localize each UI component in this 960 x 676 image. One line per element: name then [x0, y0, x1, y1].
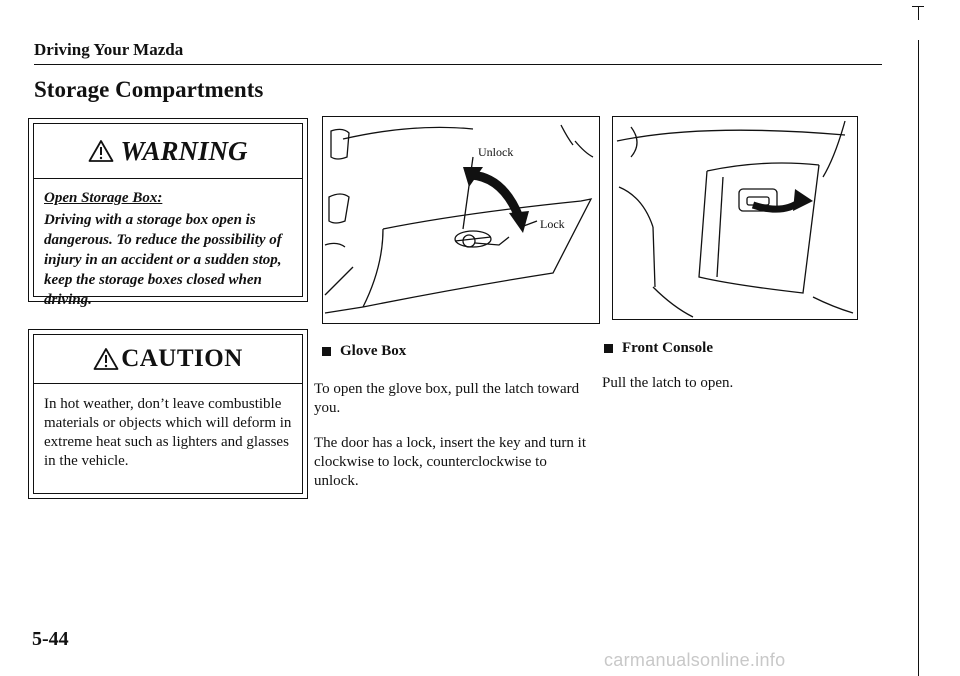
- front-console-heading: Front Console: [604, 340, 713, 357]
- header-rule: [34, 64, 882, 65]
- page-number: 5-44: [32, 628, 69, 650]
- warning-box: WARNING Open Storage Box: Driving with a…: [28, 118, 308, 308]
- caution-text: In hot weather, don’t leave combustible …: [44, 396, 292, 469]
- caution-box-inner: CAUTION In hot weather, don’t leave comb…: [33, 334, 303, 494]
- page-title: Storage Compartments: [34, 77, 264, 102]
- front-console-drawing: [616, 120, 854, 318]
- glove-box-heading: Glove Box: [322, 343, 406, 360]
- crop-mark-vertical: [918, 6, 919, 20]
- warning-text: Driving with a storage box open is dange…: [44, 212, 282, 308]
- warning-box-inner: WARNING Open Storage Box: Driving with a…: [33, 123, 303, 308]
- unlock-label: Unlock: [477, 145, 515, 160]
- watermark: carmanualsonline.info: [604, 650, 786, 670]
- warning-subtitle: Open Storage Box:: [44, 190, 163, 206]
- glove-box-paragraph-2: The door has a lock, insert the key and …: [314, 435, 587, 489]
- page-edge-rule: [918, 40, 919, 676]
- caution-triangle-icon: [93, 348, 119, 370]
- glove-box-paragraph-1: To open the glove box, pull the latch to…: [314, 381, 580, 416]
- square-bullet-icon: [604, 344, 613, 353]
- front-console-heading-text: Front Console: [622, 340, 713, 356]
- glove-box-illustration: Unlock Lock: [322, 116, 600, 324]
- warning-header: WARNING: [34, 124, 302, 179]
- caution-title: CAUTION: [121, 345, 243, 372]
- lock-label: Lock: [539, 217, 566, 232]
- caution-box: CAUTION In hot weather, don’t leave comb…: [28, 329, 308, 499]
- warning-triangle-icon: [89, 140, 114, 162]
- warning-body: Open Storage Box: Driving with a storage…: [44, 188, 294, 310]
- warning-title: WARNING: [120, 135, 248, 166]
- front-console-paragraph-1: Pull the latch to open.: [602, 375, 734, 391]
- front-console-illustration: [612, 116, 858, 320]
- glove-box-drawing: [324, 124, 594, 314]
- glove-box-heading-text: Glove Box: [340, 343, 407, 359]
- section-title: Driving Your Mazda: [34, 40, 184, 59]
- caution-header: CAUTION: [34, 335, 302, 384]
- square-bullet-icon: [322, 347, 331, 356]
